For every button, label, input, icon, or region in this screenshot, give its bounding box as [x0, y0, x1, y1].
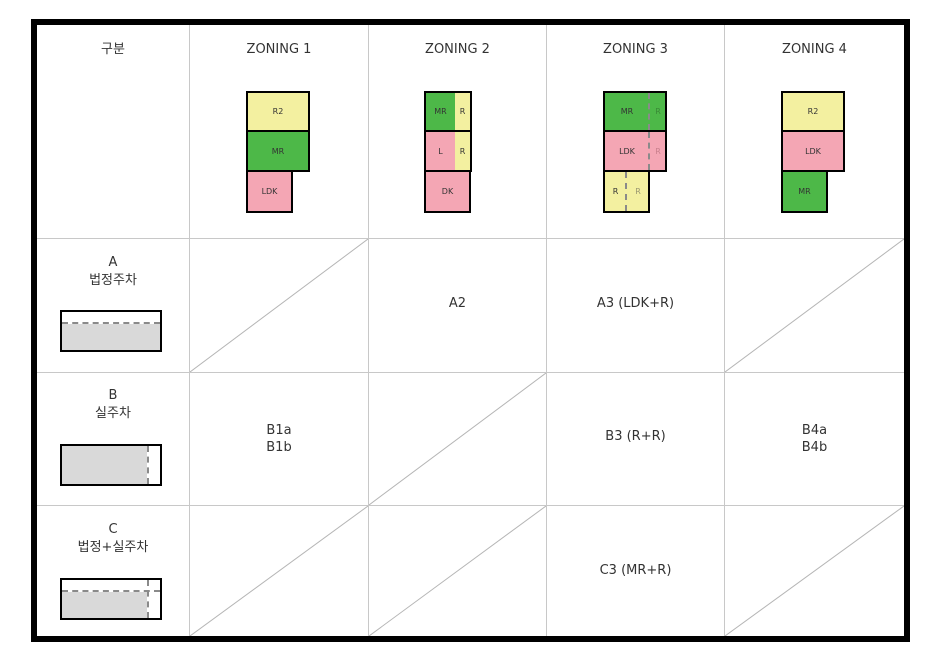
room-label-ldk: LDK: [619, 146, 635, 156]
zoning-1-header: ZONING 1: [246, 42, 312, 57]
column-divider: [546, 25, 547, 636]
parking-fill: [62, 446, 147, 484]
row-c-label: 법정+실주차: [77, 540, 149, 555]
parking-legal-icon: [60, 310, 162, 352]
cell-b3: B3 (R+R): [605, 429, 666, 444]
room-label-r: R: [655, 107, 661, 116]
parking-fill: [62, 592, 147, 618]
row-divider: [37, 372, 904, 373]
column-divider: [368, 25, 369, 636]
parking-dashed-line: [147, 580, 149, 618]
room-block-mr: MR: [246, 130, 310, 172]
room-label-mr: MR: [620, 107, 634, 116]
cell-a2: A2: [448, 296, 467, 311]
parking-actual-icon: [60, 444, 162, 486]
parking-dashed-line: [62, 590, 160, 592]
parking-legal-actual-icon: [60, 578, 162, 620]
cell-c3: C3 (MR+R): [599, 563, 672, 578]
empty-cell-slash: [369, 506, 546, 636]
room-block-mr-r: MR R: [424, 91, 472, 132]
room-label-r: R: [459, 146, 466, 156]
cell-b4a: B4a: [801, 423, 828, 438]
partition-line: [625, 172, 627, 211]
parking-dashed-line: [147, 446, 149, 484]
empty-cell-slash: [369, 373, 546, 505]
room-block-dk: DK: [424, 170, 471, 213]
zoning-table: 구분 ZONING 1 ZONING 2 ZONING 3 ZONING 4 R…: [31, 19, 910, 642]
room-block-mr-r: MR R: [603, 91, 667, 132]
room-label-r: R: [635, 187, 641, 196]
room-label-r: R: [612, 187, 619, 196]
row-a-label: 법정주차: [89, 273, 137, 288]
parking-dashed-line: [62, 322, 160, 324]
row-a-letter: A: [108, 255, 118, 270]
room-label-r: R: [655, 146, 661, 156]
cell-b4b: B4b: [801, 440, 828, 455]
row-divider: [37, 238, 904, 239]
row-c-letter: C: [108, 522, 118, 537]
partition-line: [648, 93, 650, 130]
empty-cell-slash: [725, 239, 904, 372]
empty-cell-slash: [725, 506, 904, 636]
partition-line: [648, 132, 650, 170]
room-block-r2: R2: [781, 91, 845, 132]
zoning-4-header: ZONING 4: [782, 42, 847, 57]
room-block-ldk: LDK: [246, 170, 293, 213]
zoning-2-header: ZONING 2: [425, 42, 490, 57]
cell-b1b: B1b: [266, 440, 292, 455]
room-block-ldk: LDK: [781, 130, 845, 172]
corner-label: 구분: [101, 42, 125, 57]
row-b-label: 실주차: [95, 406, 131, 421]
room-block-mr: MR: [781, 170, 828, 213]
room-block-r-r: R R: [603, 170, 650, 213]
cell-a3: A3 (LDK+R): [596, 296, 675, 311]
zoning-3-header: ZONING 3: [603, 42, 668, 57]
row-divider: [37, 505, 904, 506]
empty-cell-slash: [190, 506, 368, 636]
room-label-l: L: [426, 132, 455, 170]
room-block-ldk-r: LDK R: [603, 130, 667, 172]
room-block-r2: R2: [246, 91, 310, 132]
room-block-l-r: L R: [424, 130, 472, 172]
room-label-mr: MR: [426, 93, 455, 130]
cell-b1a: B1a: [266, 423, 292, 438]
parking-fill: [62, 324, 160, 350]
room-label-r: R: [459, 107, 466, 116]
empty-cell-slash: [190, 239, 368, 372]
row-b-letter: B: [108, 388, 118, 403]
column-divider: [189, 25, 190, 636]
column-divider: [724, 25, 725, 636]
